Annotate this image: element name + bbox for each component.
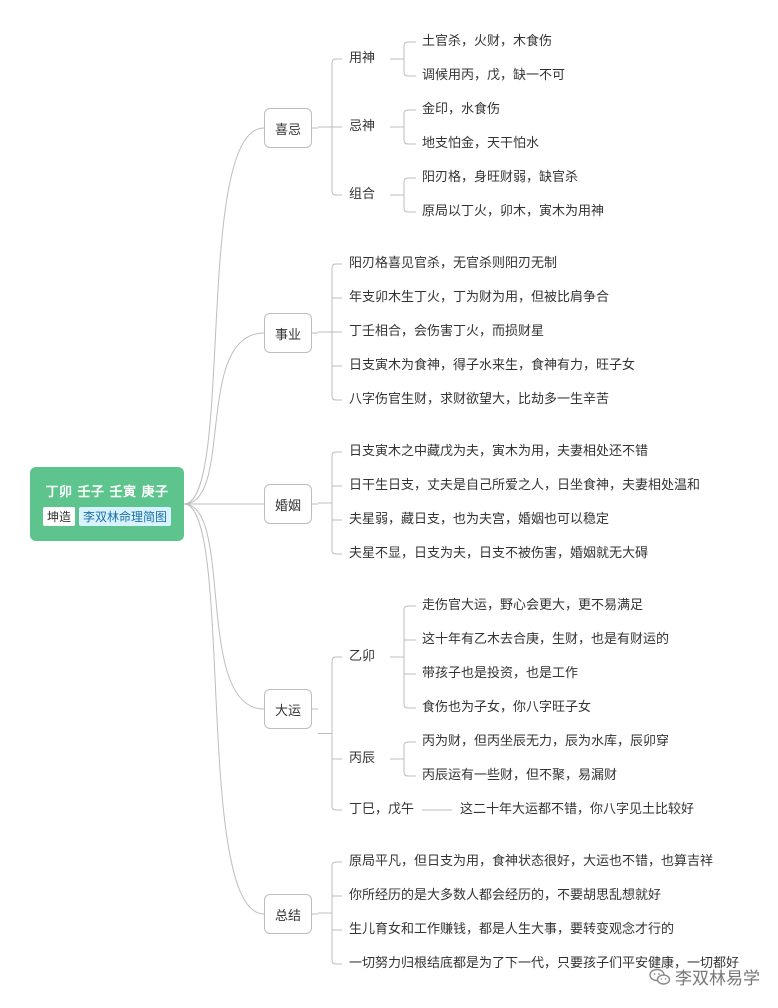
root-node[interactable]: 丁卯 壬子 壬寅 庚子 坤造 李双林命理简图 xyxy=(30,467,184,541)
subnode-yimao[interactable]: 乙卯 xyxy=(349,649,376,664)
leaf-item[interactable]: 调候用丙，戊，缺一不可 xyxy=(422,68,566,83)
leaf-item[interactable]: 日支寅木之中藏戊为夫，寅木为用，夫妻相处还不错 xyxy=(349,444,649,459)
leaf-item[interactable]: 阳刃格，身旺财弱，缺官杀 xyxy=(422,170,579,185)
connector xyxy=(403,139,416,145)
leaf-item[interactable]: 原局以丁火，卯木，寅木为用神 xyxy=(422,204,605,219)
leaf-item[interactable]: 生儿育女和工作赚钱，都是人生大事，要转变观念才行的 xyxy=(349,922,675,937)
watermark: 李双林易学 xyxy=(649,964,760,989)
leaf-item[interactable]: 带孩子也是投资，也是工作 xyxy=(422,666,579,681)
connector xyxy=(403,771,416,777)
root-title: 丁卯 壬子 壬寅 庚子 xyxy=(45,485,169,500)
leaf-item[interactable]: 日支寅木为食神，得子水来生，食神有力，旺子女 xyxy=(349,358,636,373)
root-tag-kunzao: 坤造 xyxy=(42,507,75,526)
leaf-item[interactable]: 年支卯木生丁火，丁为财为用，但被比肩争合 xyxy=(349,290,610,305)
connector xyxy=(331,549,342,555)
connector xyxy=(183,332,265,505)
connector xyxy=(403,605,416,611)
connector xyxy=(331,58,342,64)
connector xyxy=(183,503,265,710)
connector xyxy=(403,109,416,115)
leaf-item[interactable]: 夫星不显，日支为夫，日支不被伤害，婚姻就无大碍 xyxy=(349,546,649,561)
connector xyxy=(403,703,416,709)
leaf-item[interactable]: 八字伤官生财，求财欲望大，比劫多一生辛苦 xyxy=(349,392,610,407)
leaf-item[interactable]: 这十年有乙木去合庚，生财，也是有财运的 xyxy=(422,632,670,647)
watermark-text: 李双林易学 xyxy=(675,969,760,989)
branch-xiji[interactable]: 喜忌 xyxy=(264,108,312,148)
leaf-item[interactable]: 土官杀，火财，木食伤 xyxy=(422,34,553,49)
subnode-dingsi-wuwu[interactable]: 丁巳，戊午 xyxy=(349,802,415,817)
connector xyxy=(331,451,342,457)
leaf-item[interactable]: 丙为财，但丙坐辰无力，辰为水库，辰卯穿 xyxy=(422,734,670,749)
branch-hunyin[interactable]: 婚姻 xyxy=(264,484,312,524)
leaf-item[interactable]: 走伤官大运，野心会更大，更不易满足 xyxy=(422,598,644,613)
connector xyxy=(403,207,416,213)
leaf-item[interactable]: 地支怕金，天干怕水 xyxy=(422,136,540,151)
leaf-item[interactable]: 原局平凡，但日支为用，食神状态很好，大运也不错，也算吉祥 xyxy=(349,854,714,869)
connector xyxy=(403,741,416,747)
connector xyxy=(183,503,265,915)
connector xyxy=(331,959,342,965)
connector xyxy=(331,263,342,269)
leaf-item[interactable]: 你所经历的是大多数人都会经历的，不要胡思乱想就好 xyxy=(349,888,662,903)
subnode-yongshen[interactable]: 用神 xyxy=(349,51,376,66)
connector xyxy=(183,127,265,505)
leaf-item[interactable]: 丙辰运有一些财，但不聚，易漏财 xyxy=(422,768,618,783)
connector xyxy=(331,805,342,811)
wechat-icon xyxy=(649,968,671,985)
connector xyxy=(403,41,416,47)
subnode-zuhe[interactable]: 组合 xyxy=(349,187,376,202)
leaf-item[interactable]: 夫星弱，藏日支，也为夫宫，婚姻也可以稳定 xyxy=(349,512,610,527)
connector xyxy=(403,71,416,77)
branch-shiye[interactable]: 事业 xyxy=(264,313,312,353)
subnode-jishen[interactable]: 忌神 xyxy=(349,119,376,134)
leaf-item[interactable]: 这二十年大运都不错，你八字见土比较好 xyxy=(460,802,695,817)
leaf-item[interactable]: 丁壬相合，会伤害丁火，而损财星 xyxy=(349,324,545,339)
connector xyxy=(331,861,342,867)
connector xyxy=(331,190,342,196)
leaf-item[interactable]: 金印，水食伤 xyxy=(422,102,501,117)
leaf-item[interactable]: 日干生日支，丈夫是自己所爱之人，日坐食神，夫妻相处温和 xyxy=(349,478,701,493)
subnode-bingchen[interactable]: 丙辰 xyxy=(349,751,376,766)
branch-dayun[interactable]: 大运 xyxy=(264,689,312,729)
leaf-item[interactable]: 食伤也为子女，你八字旺子女 xyxy=(422,700,592,715)
root-tag-title: 李双林命理简图 xyxy=(79,507,172,526)
connector xyxy=(403,177,416,183)
branch-zongjie[interactable]: 总结 xyxy=(264,894,312,934)
connector xyxy=(331,395,342,401)
leaf-item[interactable]: 一切努力归根结底都是为了下一代，只要孩子们平安健康，一切都好 xyxy=(349,956,740,971)
leaf-item[interactable]: 阳刃格喜见官杀，无官杀则阳刃无制 xyxy=(349,256,558,271)
connector xyxy=(331,656,342,662)
